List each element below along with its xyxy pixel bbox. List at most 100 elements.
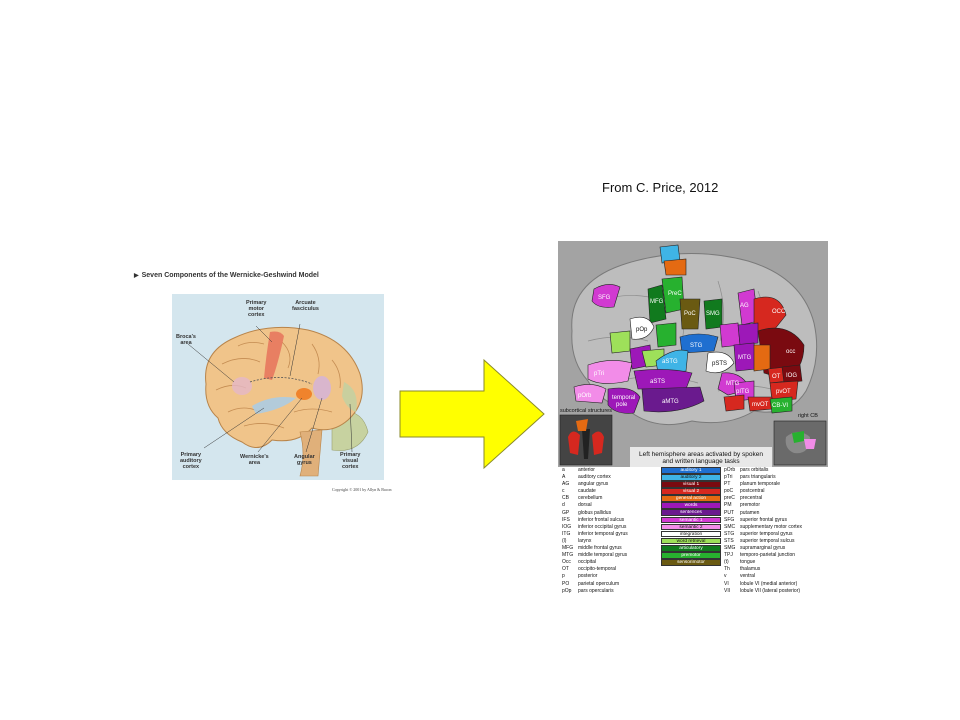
abbreviation-meaning: tongue bbox=[740, 559, 756, 566]
color-key-swatch: words bbox=[661, 502, 721, 510]
region-aMTG bbox=[641, 386, 705, 413]
region-pTri bbox=[587, 360, 633, 384]
abbreviation-meaning: caudate bbox=[578, 488, 596, 495]
color-key-swatch: semantic 2 bbox=[661, 523, 721, 531]
color-key-swatch: articulatory bbox=[661, 544, 721, 552]
region-label-porb: pOrb bbox=[578, 393, 592, 399]
region-MFG bbox=[647, 284, 667, 324]
pointer-lines bbox=[187, 323, 353, 453]
cerebellum-inset-pink bbox=[804, 439, 816, 449]
abbreviation-meaning: anterior bbox=[578, 467, 595, 473]
abbreviation-key: v bbox=[724, 573, 727, 580]
region-pMTG bbox=[753, 344, 771, 372]
abbreviation-key: IFS bbox=[562, 516, 570, 523]
region-label-psts: pSTS bbox=[712, 361, 727, 367]
region-label-smg: SMG bbox=[706, 311, 720, 317]
region-PreC-m bbox=[655, 322, 677, 348]
abbreviation-key: STS bbox=[724, 537, 734, 544]
caption-bg bbox=[630, 447, 772, 467]
subcortical-midline bbox=[582, 429, 590, 459]
region-label-asts: aSTS bbox=[650, 379, 665, 385]
label-primary-auditory-cortex: Primary auditory cortex bbox=[180, 452, 202, 470]
price-2012-figure: SFG pOp MFG PreC PoC SMG AG OCC occ STG … bbox=[558, 241, 828, 615]
abbreviation-key: PO bbox=[562, 580, 570, 587]
abbreviation-key: TPJ bbox=[724, 552, 733, 559]
abbreviation-meaning: auditory cortex bbox=[578, 474, 611, 481]
region-IOG bbox=[781, 364, 803, 384]
label-wernickes-area: Wernicke's area bbox=[240, 454, 269, 466]
abbreviation-key: pOrb bbox=[724, 467, 736, 473]
region-pOp bbox=[629, 316, 655, 340]
abbreviation-key: STG bbox=[724, 530, 735, 537]
abbreviation-key: c bbox=[562, 488, 565, 495]
abbreviation-meaning: inferior occipital gyrus bbox=[578, 523, 627, 530]
source-caption: From C. Price, 2012 bbox=[602, 180, 719, 195]
abbreviation-key: CB bbox=[562, 495, 569, 502]
abbreviation-key: SFG bbox=[724, 516, 735, 523]
region-temporal-pole bbox=[607, 387, 641, 414]
region-label-mvot: mvOT bbox=[752, 402, 769, 408]
abbreviation-row: (l)larynx bbox=[562, 538, 628, 545]
color-key-swatch: word retrieval bbox=[661, 537, 721, 545]
abbreviation-meaning: larynx bbox=[578, 537, 592, 544]
region-STG bbox=[679, 333, 719, 354]
abbreviation-meaning: superior frontal gyrus bbox=[740, 516, 787, 523]
region-pSTG bbox=[719, 322, 741, 348]
abbreviation-row: MFG middle frontal gyrus bbox=[562, 545, 628, 552]
abbreviation-key: A bbox=[562, 474, 566, 481]
abbreviation-meaning: middle frontal gyrus bbox=[578, 545, 622, 552]
brocas-area-region bbox=[232, 377, 252, 395]
copyright-text: Copyright © 2001 by Allyn & Bacon bbox=[332, 487, 392, 492]
region-pvOT bbox=[769, 380, 799, 402]
abbreviation-meaning: occipito-temporal bbox=[578, 566, 617, 573]
right-cb-label: right CB bbox=[798, 413, 818, 419]
region-label-ptri: pTri bbox=[594, 371, 604, 377]
brain-map-caption: Left hemisphere areas activated by spoke… bbox=[639, 451, 763, 465]
abbreviation-meaning: parietal operculum bbox=[578, 580, 620, 587]
region-label-mtg2: MTG bbox=[738, 355, 752, 361]
abbreviation-meaning: supramarginal gyrus bbox=[740, 545, 786, 552]
color-key-swatch: semantic 1 bbox=[661, 516, 721, 524]
subcortical-structures-label: subcortical structures bbox=[560, 408, 612, 414]
triangle-bullet-icon: ▶ bbox=[134, 273, 139, 279]
region-PoC bbox=[679, 298, 701, 330]
abbreviation-row: TPJ temporo-parietal junction bbox=[724, 552, 802, 559]
abbreviation-meaning: temporo-parietal junction bbox=[740, 552, 796, 559]
abbreviation-meaning: dorsal bbox=[578, 502, 592, 509]
abbreviation-meaning: superior temporal sulcus bbox=[740, 537, 795, 544]
abbreviation-row: PO parietal operculum bbox=[562, 581, 628, 588]
region-label-occ1: OCC bbox=[772, 309, 786, 315]
label-angular-gyrus: Angular gyrus bbox=[294, 454, 315, 466]
abbreviation-key: pOp bbox=[562, 587, 572, 594]
abbreviation-meaning: thalamus bbox=[740, 566, 761, 573]
abbreviation-meaning: occipital bbox=[578, 559, 597, 566]
abbreviation-key: SMC bbox=[724, 523, 736, 530]
abbreviation-key: VI bbox=[724, 580, 729, 587]
arcuate-fasciculus-path bbox=[249, 377, 313, 385]
abbreviation-meaning: posterior bbox=[578, 573, 598, 580]
abbreviation-meaning: pars opercularis bbox=[578, 587, 614, 594]
abbreviation-row: (t)tongue bbox=[724, 559, 802, 566]
abbreviation-meaning: middle temporal gyrus bbox=[578, 552, 628, 559]
abbreviation-key: OT bbox=[562, 566, 569, 573]
abbreviation-meaning: putamen bbox=[740, 509, 760, 516]
abbreviation-key: MFG bbox=[562, 545, 574, 552]
region-label-mfg: MFG bbox=[650, 299, 664, 305]
color-key-swatch: integration bbox=[661, 530, 721, 538]
region-AGm bbox=[737, 322, 759, 346]
abbreviation-key: PM bbox=[724, 502, 732, 509]
region-aSTG bbox=[655, 349, 689, 374]
abbreviation-meaning: globus pallidus bbox=[578, 509, 612, 516]
region-label-poc: PoC bbox=[684, 311, 696, 317]
